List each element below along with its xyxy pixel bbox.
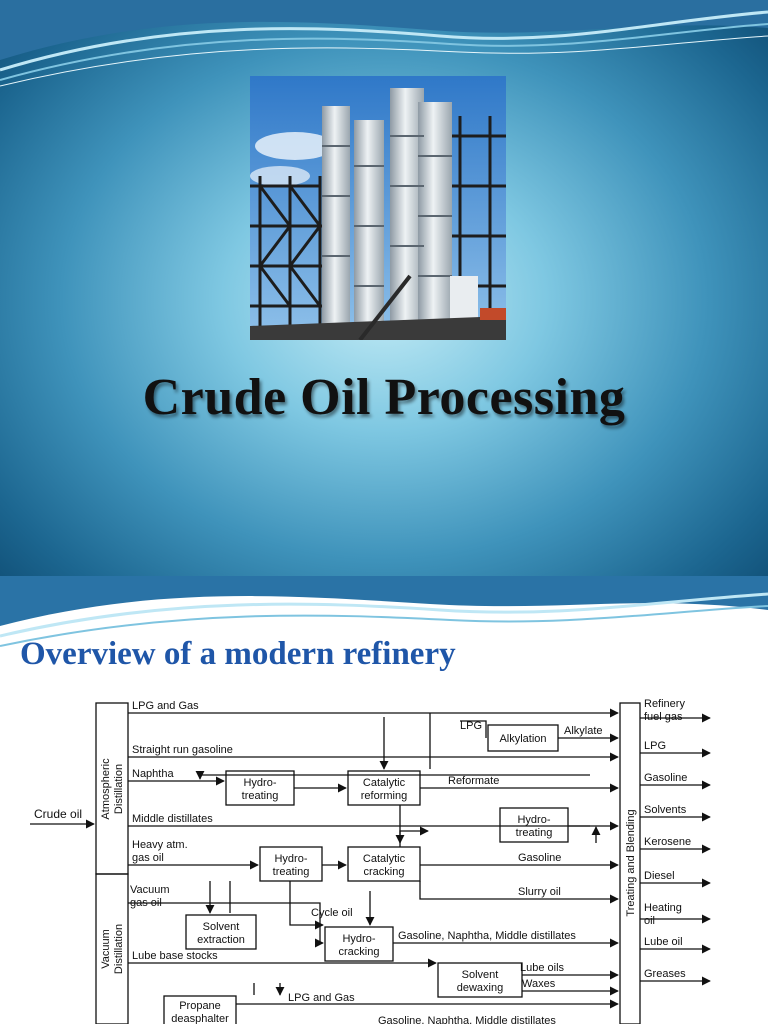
solvent-dewaxing-label-1: Solvent xyxy=(462,969,499,981)
hydrocracking-label-1: Hydro- xyxy=(342,933,375,945)
stream-heavy-atm-1: Heavy atm. xyxy=(132,839,188,851)
hydrocracking-label-2: cracking xyxy=(339,946,380,958)
stream-lpg-gas-2: LPG and Gas xyxy=(288,992,355,1004)
product-diesel: Diesel xyxy=(644,870,675,882)
product-heating-2: oil xyxy=(644,915,655,927)
catalytic-cracking-box xyxy=(347,846,421,882)
hydrotreating-3-box xyxy=(499,807,569,843)
crude-oil-label: Crude oil xyxy=(34,807,82,821)
product-heating-1: Heating xyxy=(644,902,682,914)
stream-vacuum-gas-oil-1: Vacuum xyxy=(130,884,170,896)
product-refinery-2: fuel gas xyxy=(644,711,683,723)
vac-distillation-box xyxy=(95,873,129,1024)
stream-gasoline: Gasoline xyxy=(518,852,561,864)
treating-blending-box xyxy=(619,702,641,1024)
refinery-overview-slide: Overview of a modern refinery xyxy=(0,576,768,1024)
stream-lpg-gas: LPG and Gas xyxy=(132,700,199,712)
refinery-photo xyxy=(250,76,506,340)
hydrotreating-2-box xyxy=(259,846,323,882)
stream-reformate: Reformate xyxy=(448,775,499,787)
hydrotreating-3-label-2: treating xyxy=(516,827,553,839)
product-greases: Greases xyxy=(644,968,686,980)
refinery-photo-image xyxy=(250,76,506,340)
stream-alkylate: Alkylate xyxy=(564,725,603,737)
solvent-extraction-label-1: Solvent xyxy=(203,921,240,933)
cat-reforming-label-1: Catalytic xyxy=(363,777,406,789)
product-solvents: Solvents xyxy=(644,804,687,816)
stream-slurry-oil: Slurry oil xyxy=(518,886,561,898)
stream-lpg: LPG xyxy=(460,720,482,732)
stream-vacuum-gas-oil-2: gas oil xyxy=(130,897,162,909)
decorative-wave-top xyxy=(0,0,768,87)
propane-deasphalter-box xyxy=(163,995,237,1024)
alkylation-label: Alkylation xyxy=(499,733,546,745)
product-kerosene: Kerosene xyxy=(644,836,691,848)
stream-straight-run: Straight run gasoline xyxy=(132,744,233,756)
solvent-dewaxing-label-2: dewaxing xyxy=(457,982,503,994)
propane-deasphalter-label-2: deasphalter xyxy=(171,1013,229,1024)
vac-distillation-label-2: Distillation xyxy=(113,924,125,974)
stream-lube-oils: Lube oils xyxy=(520,962,565,974)
vac-distillation-label-1: Vacuum xyxy=(100,929,112,969)
hydrotreating-1-label-2: treating xyxy=(242,790,279,802)
hydrocracking-box xyxy=(324,926,394,962)
product-gasoline: Gasoline xyxy=(644,772,687,784)
atm-distillation-label-1: Atmospheric xyxy=(100,758,112,820)
refinery-flow-diagram: Crude oil Atmospheric Distillation Vacuu… xyxy=(30,698,711,1024)
product-refinery-1: Refinery xyxy=(644,698,685,710)
stream-middle-distillates: Middle distillates xyxy=(132,813,213,825)
treating-blending-label: Treating and Blending xyxy=(625,809,637,916)
product-lpg: LPG xyxy=(644,740,666,752)
slide-subtitle: Overview of a modern refinery xyxy=(20,636,456,672)
stream-lube-base: Lube base stocks xyxy=(132,950,218,962)
hydrotreating-2-label-2: treating xyxy=(273,866,310,878)
hydrotreating-2-label-1: Hydro- xyxy=(274,853,307,865)
propane-deasphalter-label-1: Propane xyxy=(179,1000,221,1012)
title-slide: Crude Oil Processing xyxy=(0,0,768,576)
solvent-dewaxing-box xyxy=(437,962,523,998)
stream-heavy-atm-2: gas oil xyxy=(132,852,164,864)
product-lube-oil: Lube oil xyxy=(644,936,683,948)
atm-distillation-label-2: Distillation xyxy=(113,764,125,814)
solvent-extraction-box xyxy=(185,914,257,950)
hydrotreating-1-label-1: Hydro- xyxy=(243,777,276,789)
hydrotreating-3-label-1: Hydro- xyxy=(517,814,550,826)
decorative-wave-top-2 xyxy=(0,576,768,647)
stream-waxes: Waxes xyxy=(522,978,556,990)
cat-reforming-label-2: reforming xyxy=(361,790,407,802)
slide-title: Crude Oil Processing xyxy=(142,369,626,426)
stream-gas-naphtha-md: Gasoline, Naphtha, Middle distillates xyxy=(398,930,576,942)
stream-cycle-oil: Cycle oil xyxy=(311,907,353,919)
stream-naphtha: Naphtha xyxy=(132,768,174,780)
cat-cracking-label-2: cracking xyxy=(364,866,405,878)
stream-gas-naphtha-md-2: Gasoline, Naphtha, Middle distillates xyxy=(378,1015,556,1024)
solvent-extraction-label-2: extraction xyxy=(197,934,245,946)
cat-cracking-label-1: Catalytic xyxy=(363,853,406,865)
